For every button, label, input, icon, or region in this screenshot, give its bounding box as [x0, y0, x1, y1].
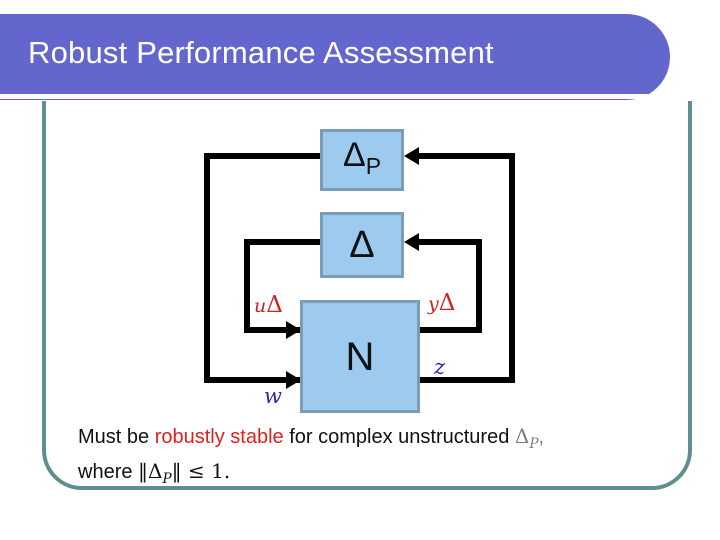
wire-w-in-horizontal	[204, 377, 300, 383]
wire-delta-out-horizontal	[244, 239, 322, 245]
wire-outer-left-vertical	[204, 153, 210, 383]
arrowhead-w-into-n	[286, 371, 301, 389]
block-n-label: N	[345, 334, 375, 379]
title-banner	[0, 14, 670, 100]
caption-line-2: where ‖ΔP‖ ≤ 1.	[78, 458, 678, 493]
caption-line1-prefix: Must be	[78, 426, 155, 448]
block-delta-label: Δ	[349, 224, 375, 266]
caption-line1-middle: for complex unstructured	[283, 426, 515, 448]
block-n[interactable]: N	[300, 300, 420, 413]
wire-udelta-in-horizontal	[244, 327, 300, 333]
caption-line2-prefix: where	[78, 461, 139, 483]
wire-inner-right-vertical	[476, 239, 482, 333]
wire-z-out-horizontal	[420, 377, 515, 383]
caption-line-1: Must be robustly stable for complex unst…	[78, 423, 678, 458]
arrowhead-into-delta-p	[404, 147, 419, 165]
wire-outer-top-horizontal	[418, 153, 515, 159]
caption-norm-subscript: P	[162, 471, 172, 487]
block-delta-p-label: ΔP	[342, 135, 382, 179]
wire-delta-p-out-horizontal	[204, 153, 322, 159]
wire-ydelta-out-horizontal	[420, 327, 482, 333]
wire-outer-right-vertical	[509, 153, 515, 383]
title-divider-rule	[0, 94, 648, 99]
block-delta-p[interactable]: ΔP	[320, 129, 404, 191]
wire-inner-top-horizontal	[418, 239, 482, 245]
title-banner-underfill	[0, 86, 648, 94]
caption-norm-open: ‖Δ	[138, 459, 163, 483]
caption-line1-tail: ,	[538, 426, 545, 448]
caption-delta-symbol: Δ	[514, 424, 530, 448]
arrowhead-udelta-into-n	[286, 321, 301, 339]
caption-block: Must be robustly stable for complex unst…	[78, 423, 678, 493]
caption-delta-subscript: P	[529, 436, 539, 452]
signal-label-w: w	[264, 384, 282, 408]
page-title: Robust Performance Assessment	[28, 35, 494, 70]
caption-norm-bound: ‖ ≤ 1.	[171, 459, 231, 483]
signal-label-z: z	[434, 355, 446, 379]
signal-label-y-delta: yΔ	[428, 290, 456, 316]
arrowhead-into-delta	[404, 233, 419, 251]
caption-highlight-robustly-stable: robustly stable	[154, 426, 284, 448]
signal-label-u-delta: uΔ	[254, 292, 283, 318]
block-delta[interactable]: Δ	[320, 212, 404, 278]
wire-inner-left-vertical	[244, 239, 250, 333]
